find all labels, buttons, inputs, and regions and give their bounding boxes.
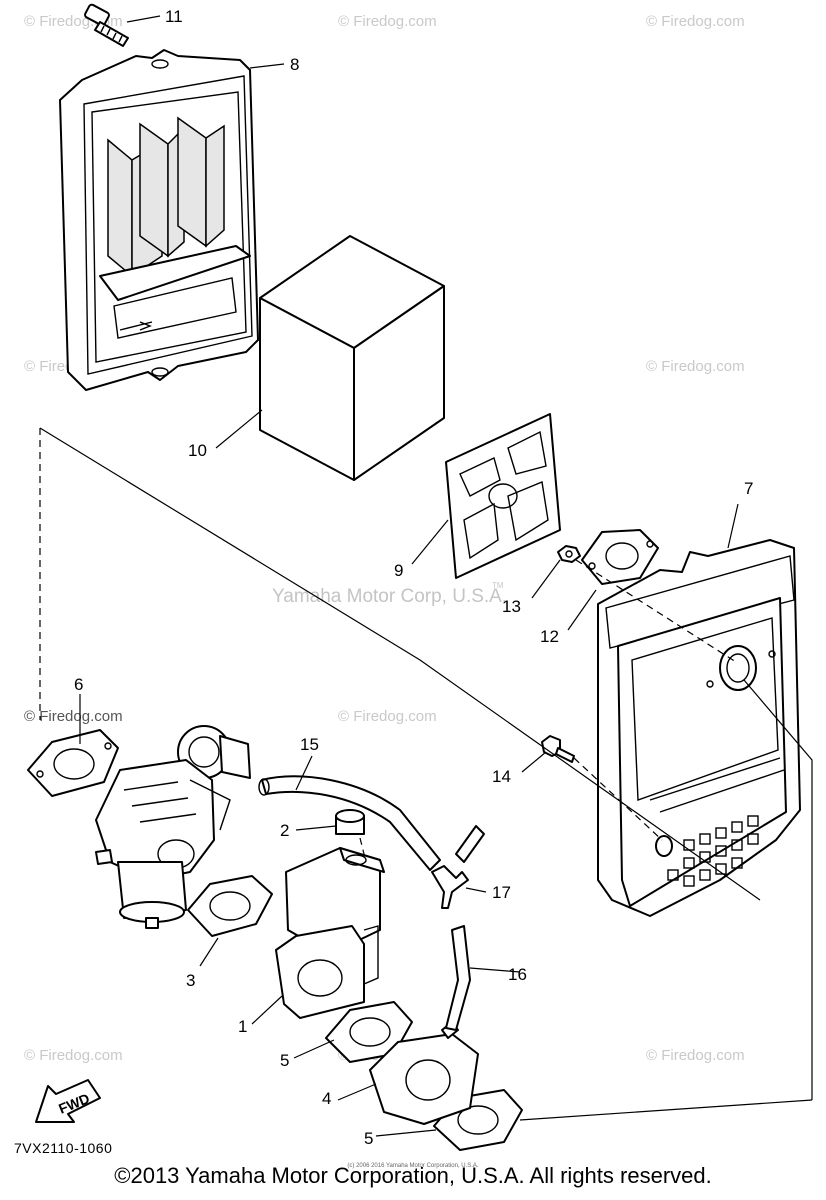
gasket-part-3 xyxy=(187,875,273,937)
callout-16: 16 xyxy=(508,965,527,984)
gasket-part-12 xyxy=(581,529,659,585)
guide-lines xyxy=(39,428,737,863)
bracket-part-1 xyxy=(275,847,385,1019)
callout-15: 15 xyxy=(300,735,319,754)
vent-grid xyxy=(667,815,759,887)
joint-part-17 xyxy=(431,825,485,909)
tm-mark: TM xyxy=(492,581,504,590)
bolt-part-11 xyxy=(84,3,129,47)
element-part-10 xyxy=(259,235,445,481)
case-cover-part-8 xyxy=(59,49,259,391)
callout-labels: 11 8 10 9 7 13 12 14 6 15 2 17 3 16 1 5 … xyxy=(74,7,753,1148)
hose-part-16 xyxy=(445,925,471,1031)
gasket-part-9 xyxy=(445,413,561,579)
callout-3: 3 xyxy=(186,971,195,990)
grommet-part-2 xyxy=(335,809,365,835)
part-code: 7VX2110-1060 xyxy=(14,1140,113,1156)
callout-11: 11 xyxy=(165,7,183,26)
callout-1: 1 xyxy=(238,1017,247,1036)
callout-13: 13 xyxy=(502,597,521,616)
callout-10: 10 xyxy=(188,441,207,460)
hose-part-15 xyxy=(258,775,441,871)
watermark: © Firedog.com xyxy=(24,708,123,725)
callout-12: 12 xyxy=(540,627,559,646)
leader-lines xyxy=(79,15,739,1137)
nut-part-13 xyxy=(557,545,581,563)
gasket-part-5-upper xyxy=(325,1001,413,1063)
watermark: © Firedog.com xyxy=(646,1047,745,1064)
watermark: © Firedog.com xyxy=(24,1047,123,1064)
callout-14: 14 xyxy=(492,767,511,786)
outline-border xyxy=(39,427,813,1121)
callout-7: 7 xyxy=(744,479,753,498)
case-part-7 xyxy=(597,539,801,917)
callout-8: 8 xyxy=(290,55,299,74)
watermark: © Firedog.com xyxy=(338,708,437,725)
callout-4: 4 xyxy=(322,1089,331,1108)
carburetor xyxy=(95,725,251,929)
center-watermark: Yamaha Motor Corp, U.S.A. xyxy=(272,586,507,607)
bolt-part-14 xyxy=(541,735,575,763)
fwd-arrow-icon: FWD xyxy=(35,1079,101,1123)
callout-2: 2 xyxy=(280,821,289,840)
callout-5-upper: 5 xyxy=(280,1051,289,1070)
watermark: © Firedog.com xyxy=(646,358,745,375)
watermark: © Firedog.com xyxy=(338,13,437,30)
callout-17: 17 xyxy=(492,883,511,902)
callout-9: 9 xyxy=(394,561,403,580)
small-footer-text: (c) 2006 2016 Yamaha Motor Corporation, … xyxy=(347,1163,479,1169)
gasket-part-6 xyxy=(27,729,119,797)
copyright-footer: ©2013 Yamaha Motor Corporation, U.S.A. A… xyxy=(114,1163,712,1188)
watermark: © Firedog.com xyxy=(646,13,745,30)
callout-6: 6 xyxy=(74,675,83,694)
callout-5-lower: 5 xyxy=(364,1129,373,1148)
